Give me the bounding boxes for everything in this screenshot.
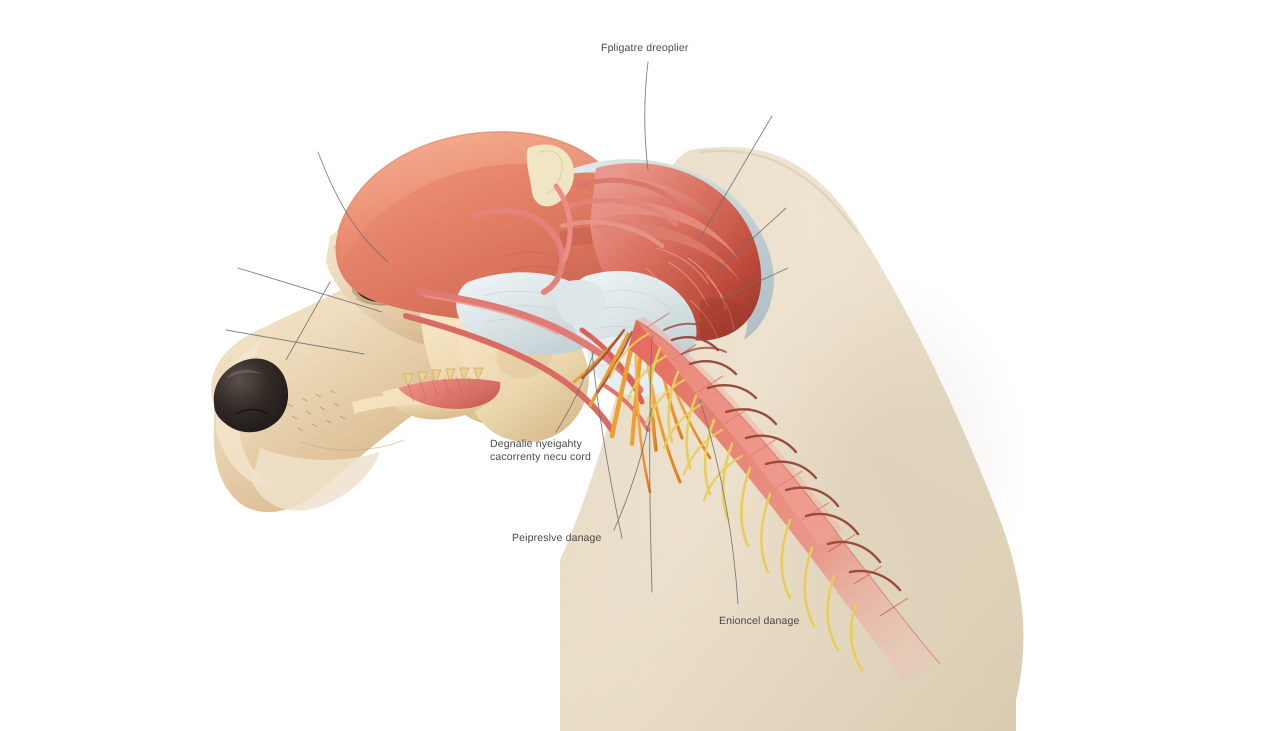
leader-lower-left	[613, 407, 653, 531]
chin-fur	[252, 448, 380, 511]
leader-cord-curve	[591, 351, 623, 539]
spinal-cord	[628, 309, 941, 682]
leader-mid-left	[555, 351, 595, 433]
spinal-nerve-roots	[608, 322, 902, 672]
cord-dorsal-edge	[635, 319, 941, 665]
dog-nose	[213, 358, 289, 433]
annotation-fpligatre-dreoplier-line-1: Fpligatre dreoplier	[601, 42, 689, 54]
nostril-line	[235, 408, 269, 415]
cerebral-arteries	[403, 183, 650, 433]
leader-cord-long	[649, 335, 653, 593]
dorsal-roots-dark	[670, 336, 902, 592]
whisker-follicles	[287, 389, 346, 432]
muscle-striations	[407, 376, 475, 403]
jaw-muscle	[398, 378, 501, 409]
annotation-fpligatre-dreoplier: Fpligatre dreoplier	[601, 42, 688, 55]
leader-muzzle-lower	[225, 329, 365, 355]
leader-cerebellum-mid	[715, 207, 787, 273]
cord-segments	[636, 309, 909, 617]
spinal-cord-fill	[628, 320, 940, 682]
annotation-degnalie-myelopathy-line-1: Degnalie nyeigahty	[490, 438, 583, 450]
leader-top-center	[644, 61, 649, 171]
cerebellar-peduncle-2	[567, 198, 679, 227]
thalamus	[556, 279, 606, 327]
annotation-enioncel-danage-line-1: Enioncel danage	[719, 615, 800, 627]
lip-line	[299, 439, 405, 451]
neck-soft-shadow	[730, 270, 1030, 650]
leader-cerebellum-upper	[699, 115, 773, 239]
dorsal-roots-short	[663, 322, 727, 355]
annotation-peipreslve-danage-line-1: Peipreslve danage	[512, 532, 602, 544]
nose-highlight	[228, 369, 262, 378]
leader-brow-upper	[237, 267, 383, 313]
leader-cerebellum-lower	[717, 267, 789, 301]
annotation-enioncel-danage: Enioncel danage	[719, 615, 799, 628]
leader-lines	[225, 61, 789, 605]
cerebellar-peduncle-1	[575, 177, 679, 205]
annotation-degnalie-myelopathy-line-2: cacorrenty necu cord	[490, 451, 592, 463]
leader-brow-cross	[285, 281, 331, 361]
ventral-roots-yellow-upper	[608, 332, 744, 502]
neck-dorsal-edge	[699, 149, 859, 235]
tentorium-edge	[539, 150, 563, 195]
cerebellar-peduncle-3	[559, 219, 665, 249]
leader-lower-right	[699, 399, 739, 605]
annotation-peipreslve-danage: Peipreslve danage	[512, 532, 602, 545]
teeth	[403, 367, 484, 389]
leader-skull-crown	[317, 151, 389, 263]
